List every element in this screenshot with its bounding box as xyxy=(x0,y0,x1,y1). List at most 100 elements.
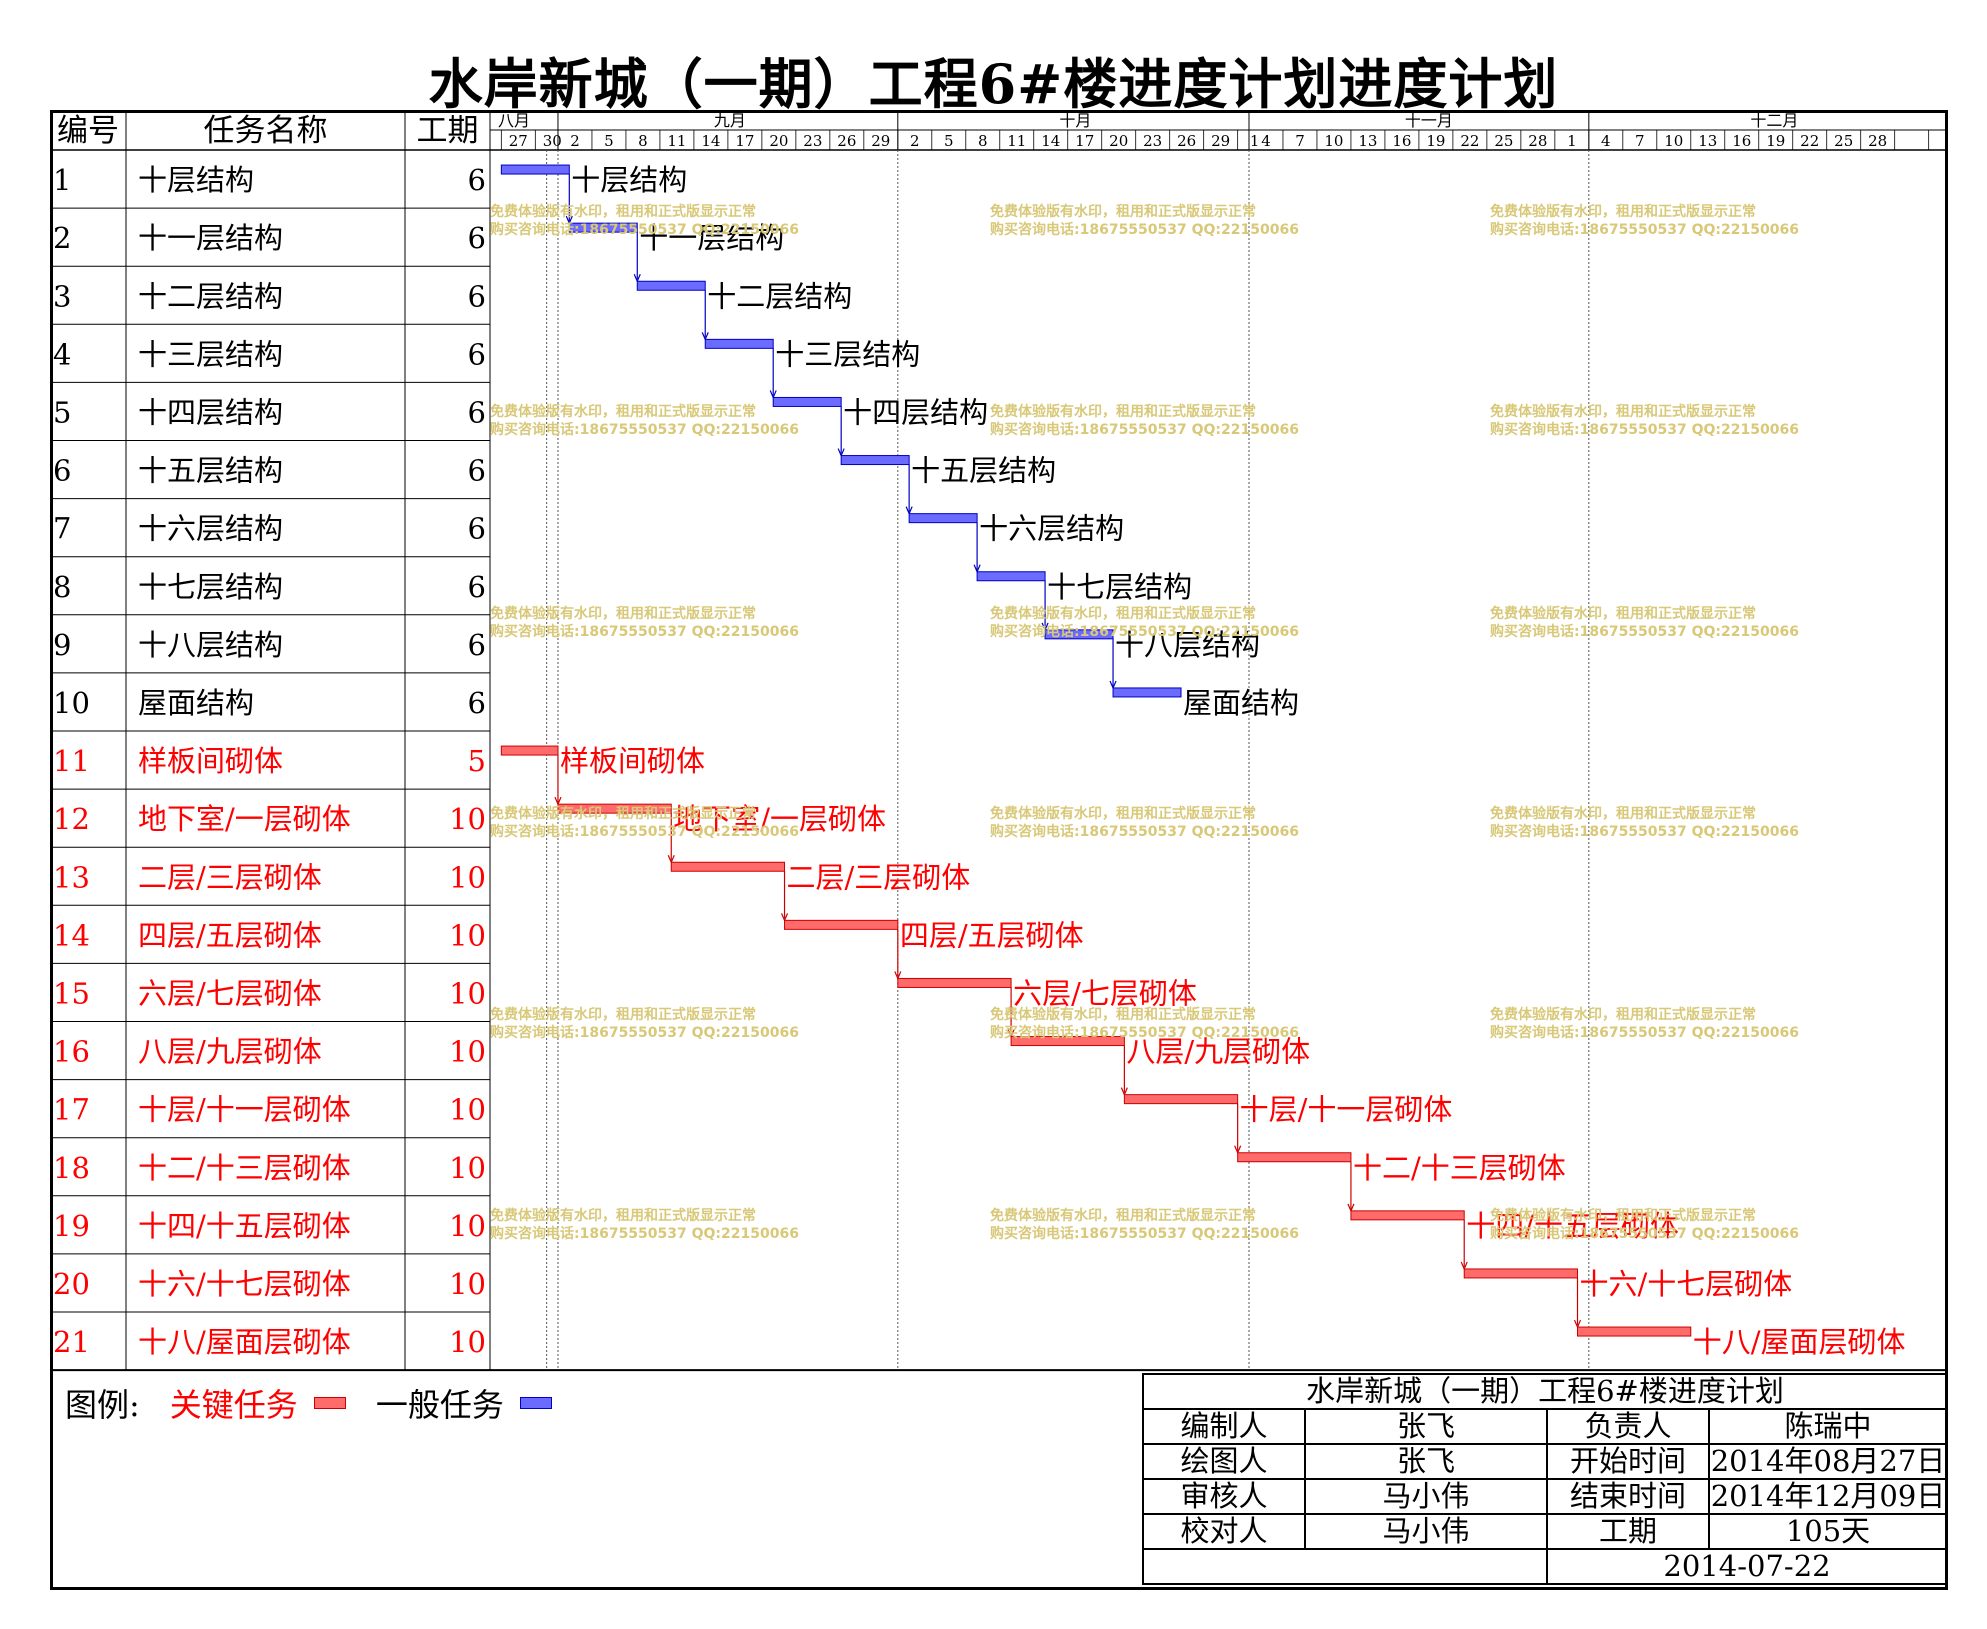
task-duration: 10 xyxy=(449,802,486,836)
task-bar-label: 六层/七层砌体 xyxy=(1013,976,1197,1010)
day-tick-label: 4 xyxy=(1261,132,1271,150)
task-duration: 6 xyxy=(468,570,486,604)
watermark-line1: 免费体验版有水印，租用和正式版显示正常 xyxy=(490,1007,756,1023)
legend: 图例: 关键任务 一般任务 xyxy=(65,1380,582,1426)
watermark-line2: 购买咨询电话:18675550537 QQ:22150066 xyxy=(490,824,799,840)
day-tick-label: 2 xyxy=(570,132,580,150)
watermark-line2: 购买咨询电话:18675550537 QQ:22150066 xyxy=(990,824,1299,840)
task-duration: 6 xyxy=(468,512,486,546)
owner-value: 陈瑞中 xyxy=(1708,1408,1948,1445)
watermark-line2: 购买咨询电话:18675550537 QQ:22150066 xyxy=(490,1226,799,1242)
task-name: 十三层结构 xyxy=(138,337,283,371)
day-tick-label: 16 xyxy=(1392,132,1411,150)
day-tick-label: 26 xyxy=(837,132,856,150)
info-blank xyxy=(1142,1548,1548,1585)
drawer-label: 绘图人 xyxy=(1142,1443,1306,1480)
task-bar xyxy=(500,164,570,175)
task-name: 十六/十七层砌体 xyxy=(138,1267,351,1301)
task-id: 4 xyxy=(53,337,71,371)
task-name: 十层结构 xyxy=(138,163,254,197)
checker-label: 校对人 xyxy=(1142,1513,1306,1550)
watermark-line2: 购买咨询电话:18675550537 QQ:22150066 xyxy=(490,222,799,238)
task-bar xyxy=(976,571,1046,582)
day-tick-label: 8 xyxy=(638,132,648,150)
task-bar xyxy=(784,919,899,930)
task-bar-label: 样板间砌体 xyxy=(560,744,705,778)
watermark-line1: 免费体验版有水印，租用和正式版显示正常 xyxy=(1490,404,1756,420)
task-duration: 10 xyxy=(449,976,486,1010)
task-bar xyxy=(1237,1152,1352,1163)
day-tick-label: 14 xyxy=(1041,132,1060,150)
watermark-line1: 免费体验版有水印，租用和正式版显示正常 xyxy=(490,806,756,822)
watermark-line1: 免费体验版有水印，租用和正式版显示正常 xyxy=(490,606,756,622)
task-duration: 6 xyxy=(468,221,486,255)
task-duration: 10 xyxy=(449,1209,486,1243)
watermark: 免费体验版有水印，租用和正式版显示正常购买咨询电话:18675550537 QQ… xyxy=(990,203,1299,239)
owner-label: 负责人 xyxy=(1546,1408,1710,1445)
task-id: 21 xyxy=(53,1325,90,1359)
column-header-id: 编号 xyxy=(57,113,119,149)
day-tick-label: 19 xyxy=(1766,132,1785,150)
task-duration: 10 xyxy=(449,918,486,952)
watermark: 免费体验版有水印，租用和正式版显示正常购买咨询电话:18675550537 QQ… xyxy=(490,403,799,439)
legend-critical-swatch xyxy=(313,1397,346,1409)
watermark-line1: 免费体验版有水印，租用和正式版显示正常 xyxy=(990,404,1256,420)
task-duration: 5 xyxy=(468,744,486,778)
task-id: 17 xyxy=(53,1093,90,1127)
task-id: 2 xyxy=(53,221,71,255)
watermark-line2: 购买咨询电话:18675550537 QQ:22150066 xyxy=(990,222,1299,238)
task-name: 十二/十三层砌体 xyxy=(138,1151,351,1185)
watermark-line2: 购买咨询电话:18675550537 QQ:22150066 xyxy=(1490,1025,1799,1041)
task-bar-label: 十二层结构 xyxy=(707,279,852,313)
task-bar xyxy=(1010,1036,1125,1047)
task-id: 1 xyxy=(53,163,71,197)
day-tick-label: 1 xyxy=(1250,132,1260,150)
task-bar xyxy=(500,745,559,756)
checker-value: 马小伟 xyxy=(1304,1513,1548,1550)
watermark: 免费体验版有水印，租用和正式版显示正常购买咨询电话:18675550537 QQ… xyxy=(1490,1207,1799,1243)
task-bar-label: 十八/屋面层砌体 xyxy=(1693,1325,1906,1359)
watermark: 免费体验版有水印，租用和正式版显示正常购买咨询电话:18675550537 QQ… xyxy=(490,805,799,841)
end-value: 2014年12月09日 xyxy=(1708,1478,1948,1515)
info-title: 水岸新城（一期）工程6#楼进度计划 xyxy=(1142,1373,1948,1410)
day-tick-label: 23 xyxy=(803,132,822,150)
task-name: 八层/九层砌体 xyxy=(138,1035,322,1069)
task-bar-label: 十四层结构 xyxy=(843,395,988,429)
day-tick-label: 29 xyxy=(1211,132,1230,150)
watermark-line1: 免费体验版有水印，租用和正式版显示正常 xyxy=(990,806,1256,822)
task-name: 屋面结构 xyxy=(138,686,254,720)
task-bar-label: 十六/十七层砌体 xyxy=(1580,1267,1793,1301)
task-id: 5 xyxy=(53,395,71,429)
info-date: 2014-07-22 xyxy=(1546,1548,1948,1585)
day-tick-label: 20 xyxy=(769,132,788,150)
day-tick-label: 23 xyxy=(1143,132,1162,150)
watermark: 免费体验版有水印，租用和正式版显示正常购买咨询电话:18675550537 QQ… xyxy=(990,403,1299,439)
task-bar xyxy=(1577,1326,1692,1337)
task-bar-label: 屋面结构 xyxy=(1183,686,1299,720)
watermark: 免费体验版有水印，租用和正式版显示正常购买咨询电话:18675550537 QQ… xyxy=(990,1207,1299,1243)
task-name: 样板间砌体 xyxy=(138,744,283,778)
task-name: 十五层结构 xyxy=(138,454,283,488)
task-id: 6 xyxy=(53,454,71,488)
start-value: 2014年08月27日 xyxy=(1708,1443,1948,1480)
legend-normal-swatch xyxy=(519,1397,552,1409)
watermark: 免费体验版有水印，租用和正式版显示正常购买咨询电话:18675550537 QQ… xyxy=(990,805,1299,841)
task-duration: 10 xyxy=(449,1325,486,1359)
task-id: 9 xyxy=(53,628,71,662)
task-bar-label: 十五层结构 xyxy=(911,454,1056,488)
task-bar-label: 十七层结构 xyxy=(1047,570,1192,604)
day-tick-label: 22 xyxy=(1800,132,1819,150)
watermark: 免费体验版有水印，租用和正式版显示正常购买咨询电话:18675550537 QQ… xyxy=(490,1207,799,1243)
task-duration: 10 xyxy=(449,1267,486,1301)
task-id: 15 xyxy=(53,976,90,1010)
task-duration: 6 xyxy=(468,337,486,371)
task-name: 十一层结构 xyxy=(138,221,283,255)
legend-critical-label: 关键任务 xyxy=(169,1386,298,1424)
day-tick-label: 30 xyxy=(543,132,562,150)
chart-frame xyxy=(50,110,1948,1590)
day-tick-label: 5 xyxy=(944,132,954,150)
task-bar-label: 十三层结构 xyxy=(775,337,920,371)
watermark-line1: 免费体验版有水印，租用和正式版显示正常 xyxy=(490,404,756,420)
task-id: 3 xyxy=(53,279,71,313)
